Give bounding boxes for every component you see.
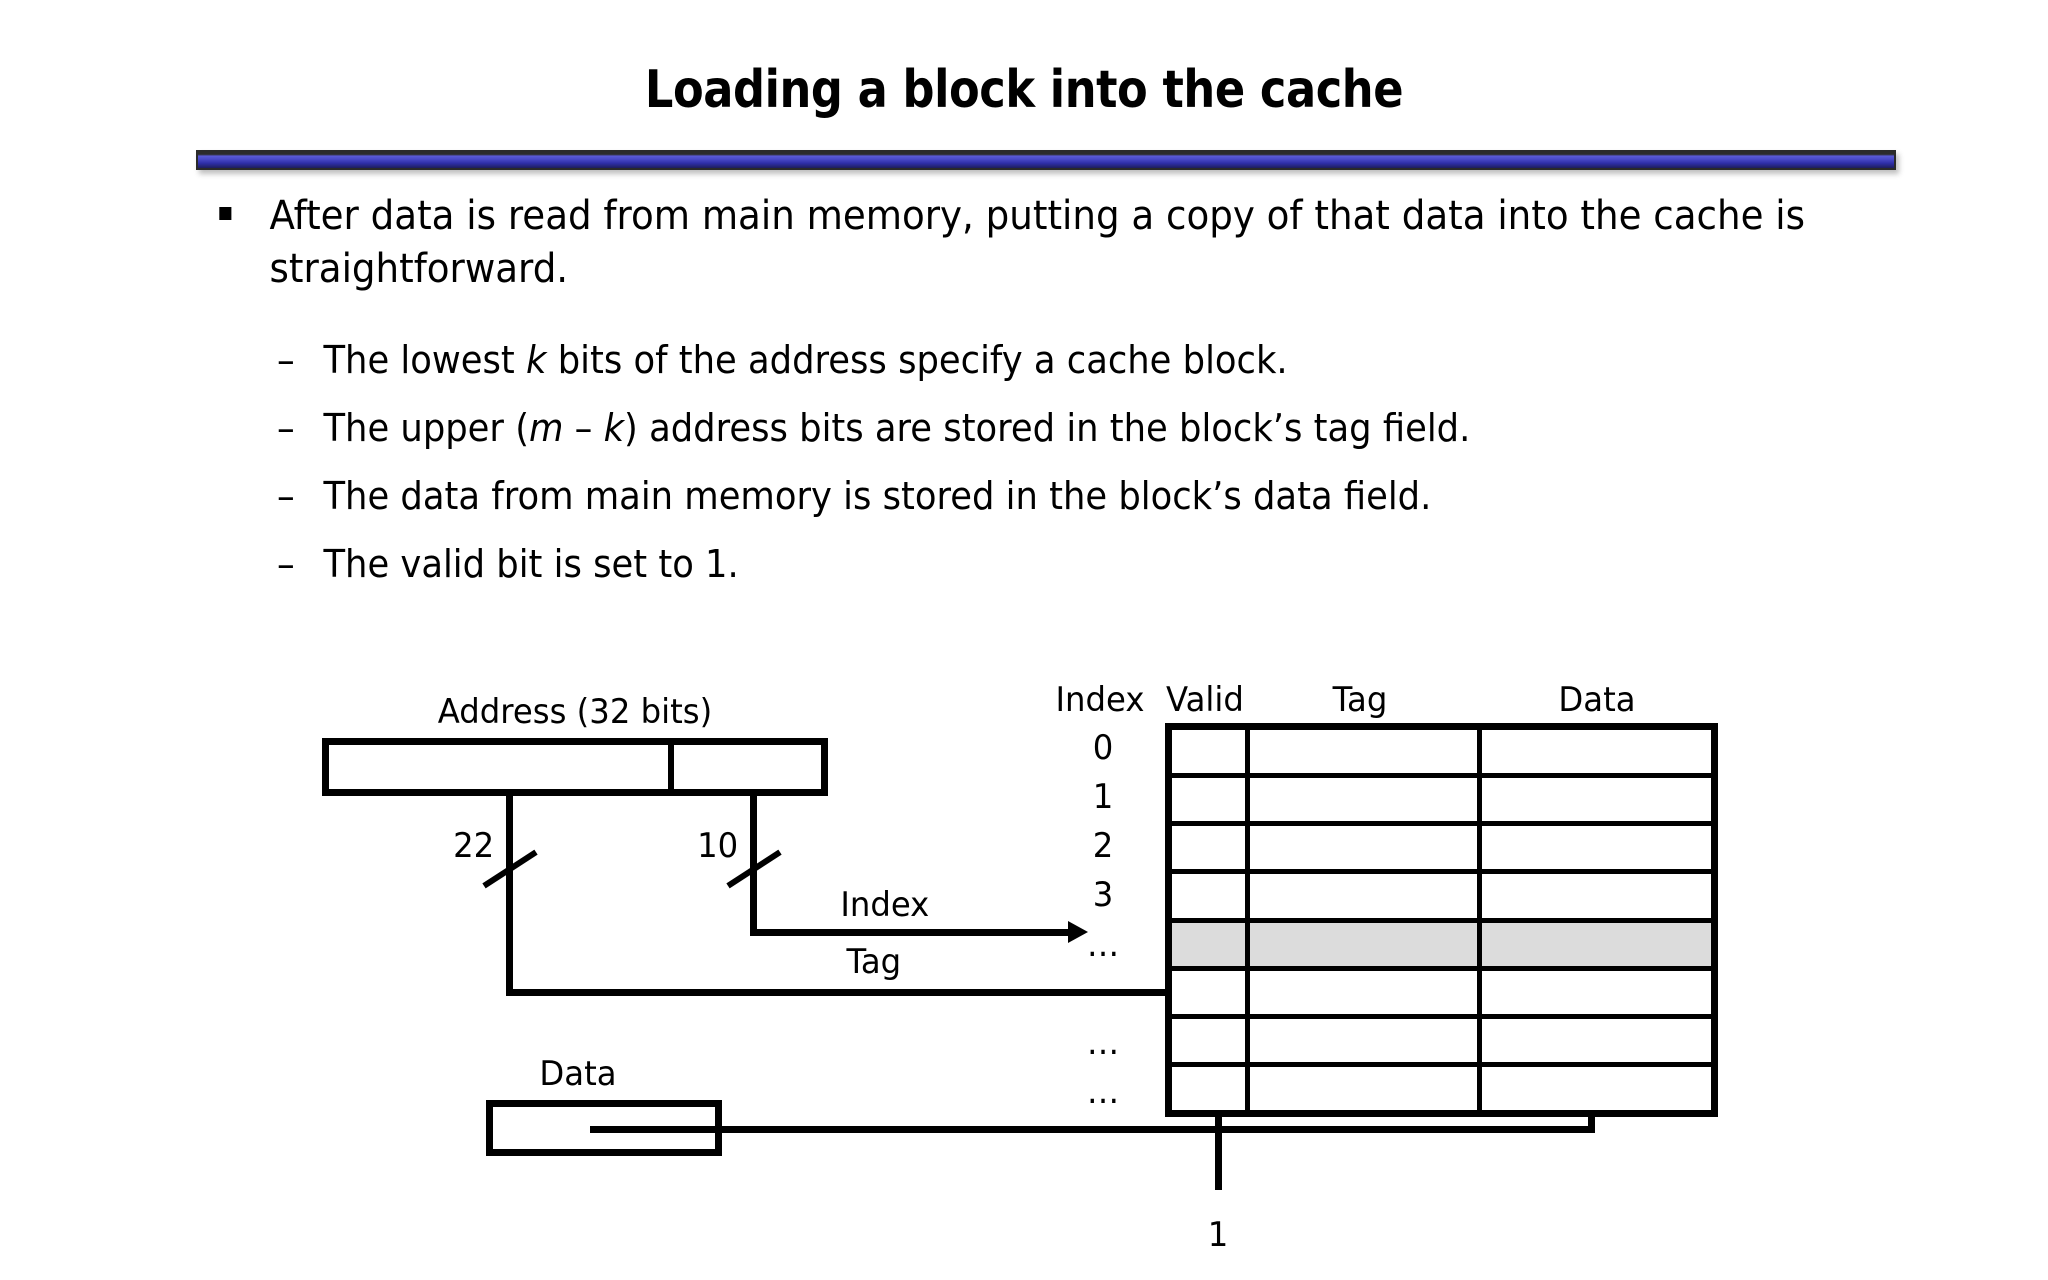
table-header-index: Index bbox=[1055, 680, 1145, 720]
bullet-text-post: ) address bits are stored in the block’s… bbox=[624, 406, 1471, 450]
index-bus-slash-icon bbox=[726, 849, 782, 889]
valid-set-value: 1 bbox=[1207, 1215, 1229, 1255]
bullet-text-pre: The lowest bbox=[323, 338, 527, 382]
index-cell: 0 bbox=[1092, 727, 1114, 768]
valid-riser-wire bbox=[1215, 945, 1222, 1190]
cell-valid bbox=[1172, 826, 1250, 870]
cell-data bbox=[1482, 826, 1711, 869]
data-box bbox=[486, 1100, 722, 1156]
cell-tag bbox=[1250, 970, 1482, 1014]
index-cell: … bbox=[1086, 1072, 1120, 1113]
index-cell bbox=[1062, 969, 1144, 1018]
title-divider-bar bbox=[196, 150, 1896, 170]
valid-arrow-icon bbox=[1207, 925, 1229, 945]
table-row bbox=[1172, 970, 1711, 1019]
list-item: – The lowest k bits of the address speci… bbox=[210, 326, 1847, 394]
table-row bbox=[1172, 826, 1711, 875]
table-row bbox=[1172, 730, 1711, 779]
table-header-tag: Tag bbox=[1332, 680, 1388, 720]
cell-tag bbox=[1250, 922, 1482, 966]
bullet-text-pre: The upper ( bbox=[323, 406, 529, 450]
index-wire-label: Index bbox=[840, 885, 930, 925]
dash-bullet-icon: – bbox=[276, 406, 295, 450]
cell-valid bbox=[1172, 730, 1250, 774]
bullet-text-mid: bits of the address specify a cache bloc… bbox=[546, 338, 1288, 382]
tag-horizontal-wire bbox=[506, 989, 1366, 996]
tag-bit-count: 22 bbox=[453, 826, 495, 866]
table-row bbox=[1172, 874, 1711, 923]
data-box-label: Data bbox=[539, 1054, 617, 1094]
list-item: – The valid bit is set to 1. bbox=[210, 530, 1847, 598]
page-title: Loading a block into the cache bbox=[644, 60, 1404, 120]
cell-valid bbox=[1172, 1018, 1250, 1062]
table-row bbox=[1172, 1018, 1711, 1067]
address-field-divider bbox=[668, 738, 674, 796]
index-cell: 1 bbox=[1092, 776, 1114, 817]
bullet-text-pre: The data from main memory is stored in t… bbox=[323, 474, 1432, 518]
address-box bbox=[322, 738, 828, 796]
dash-bullet-icon: – bbox=[276, 542, 295, 586]
bullet-var-m: m bbox=[528, 406, 564, 450]
cell-data bbox=[1482, 730, 1711, 773]
cell-data bbox=[1482, 778, 1711, 821]
cell-tag bbox=[1250, 778, 1482, 822]
cell-tag bbox=[1250, 1018, 1482, 1062]
list-item: After data is read from main memory, put… bbox=[210, 190, 1847, 296]
bullet-var-k: k bbox=[526, 338, 547, 382]
tag-riser-wire bbox=[1360, 944, 1367, 996]
data-riser-wire bbox=[1588, 945, 1595, 1130]
table-row-highlighted bbox=[1172, 922, 1711, 971]
cell-valid bbox=[1172, 1066, 1250, 1110]
bullet-text-pre: The valid bit is set to 1. bbox=[323, 542, 739, 586]
tag-arrow-icon bbox=[1352, 925, 1374, 945]
table-header-valid: Valid bbox=[1166, 680, 1244, 720]
tag-bits-wire bbox=[506, 796, 513, 996]
cell-tag bbox=[1250, 730, 1482, 774]
bullet-text-mid: – bbox=[563, 406, 604, 450]
bullet-list: After data is read from main memory, put… bbox=[210, 190, 1970, 598]
address-label: Address (32 bits) bbox=[437, 692, 713, 732]
bullet-text: After data is read from main memory, put… bbox=[269, 193, 1806, 292]
index-bit-count: 10 bbox=[697, 826, 739, 866]
cell-data bbox=[1482, 874, 1711, 917]
cache-table bbox=[1165, 723, 1718, 1117]
cell-valid bbox=[1172, 778, 1250, 822]
table-index-column: 0 1 2 3 … … … bbox=[1060, 723, 1146, 1117]
table-row bbox=[1172, 1066, 1711, 1110]
cell-data bbox=[1482, 1067, 1711, 1110]
cell-tag bbox=[1250, 826, 1482, 870]
cell-data bbox=[1482, 971, 1711, 1014]
data-arrow-icon bbox=[1580, 925, 1602, 945]
index-arrow-icon bbox=[1068, 921, 1088, 943]
index-horizontal-wire bbox=[750, 929, 1073, 936]
list-item: – The upper (m – k) address bits are sto… bbox=[210, 394, 1847, 462]
cell-tag bbox=[1250, 1066, 1482, 1110]
tag-wire-label: Tag bbox=[846, 942, 902, 982]
cell-valid bbox=[1172, 874, 1250, 918]
table-row bbox=[1172, 778, 1711, 827]
index-cell: 2 bbox=[1092, 826, 1114, 867]
data-horizontal-wire bbox=[590, 1126, 1595, 1133]
dash-bullet-icon: – bbox=[276, 474, 295, 518]
index-cell: 3 bbox=[1092, 875, 1114, 916]
index-cell: … bbox=[1086, 924, 1120, 965]
cell-data bbox=[1482, 1019, 1711, 1062]
cell-tag bbox=[1250, 874, 1482, 918]
index-bits-wire bbox=[750, 796, 757, 936]
dash-bullet-icon: – bbox=[276, 338, 295, 382]
square-bullet-icon bbox=[219, 207, 232, 220]
tag-bus-slash-icon bbox=[482, 849, 538, 889]
index-cell: … bbox=[1086, 1023, 1120, 1064]
table-header-data: Data bbox=[1558, 680, 1636, 720]
list-item: – The data from main memory is stored in… bbox=[210, 462, 1847, 530]
cell-valid bbox=[1172, 922, 1250, 966]
bullet-var-k: k bbox=[603, 406, 625, 450]
cell-data bbox=[1482, 923, 1711, 966]
cell-valid bbox=[1172, 970, 1250, 1014]
